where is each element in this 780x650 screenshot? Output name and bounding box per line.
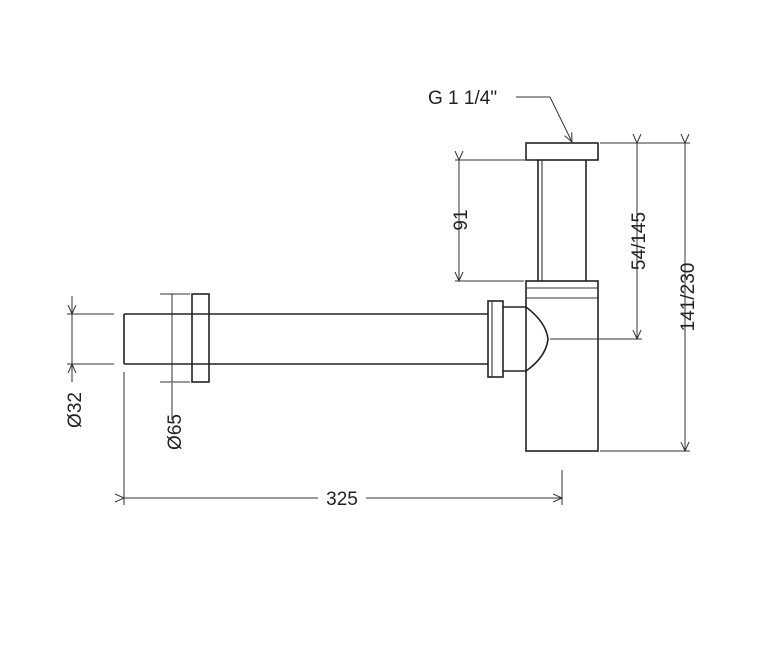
label-91: 91	[451, 209, 472, 230]
dimension-labels: G 1 1/4" 91 54/145 141/230 Ø32 Ø65 325	[65, 88, 699, 510]
pipe-nut	[487, 300, 504, 378]
top-cap	[525, 142, 599, 161]
label-141-230: 141/230	[678, 263, 699, 332]
label-325: 325	[326, 489, 358, 510]
dimension-lines	[67, 96, 690, 505]
label-dia-65: Ø65	[165, 414, 186, 450]
wall-flange	[191, 293, 210, 383]
label-54-145: 54/145	[629, 212, 650, 270]
thread-label: G 1 1/4"	[428, 88, 497, 109]
thread-leader	[516, 96, 572, 142]
elbow-connector	[503, 306, 549, 372]
label-dia-32: Ø32	[65, 392, 86, 428]
bottle-trap-outline	[123, 142, 599, 452]
bottle-body	[525, 280, 599, 452]
